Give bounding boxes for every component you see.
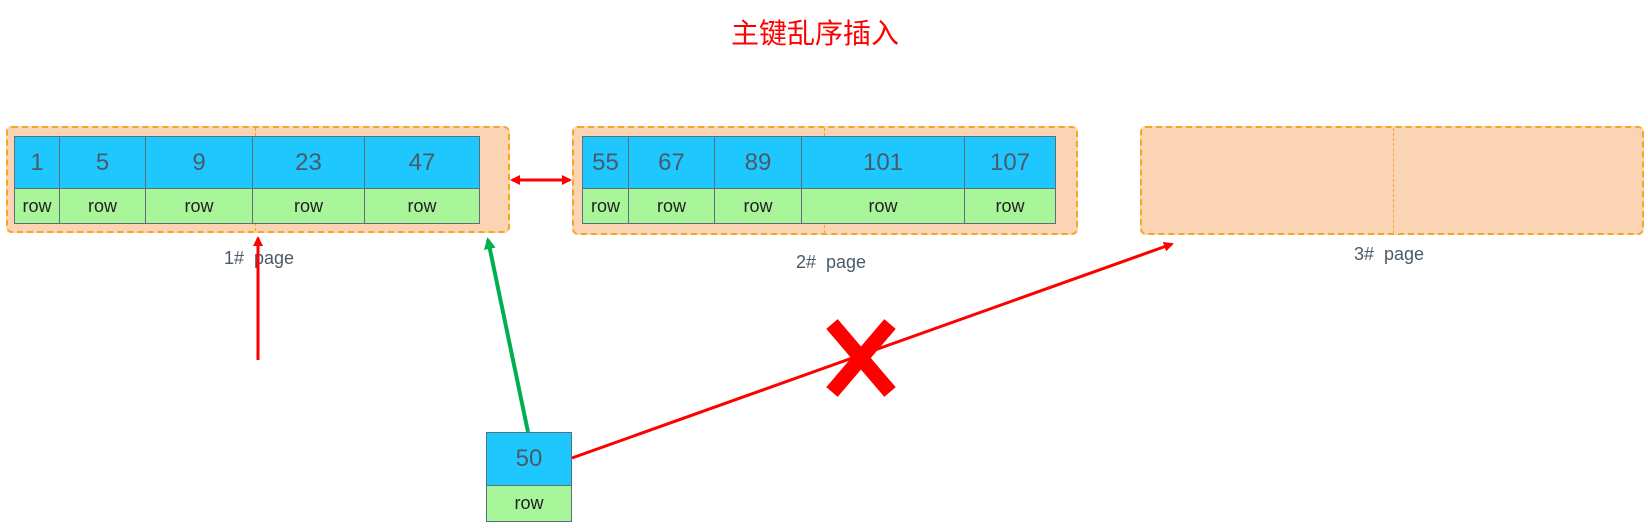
page-2-label: 2# page [796, 252, 867, 272]
insert-arrow-green [483, 237, 530, 433]
record-key: 23 [253, 137, 364, 189]
record-cell: 23 row [253, 137, 365, 223]
record-cell: 101 row [802, 137, 965, 223]
record-cell: 107 row [965, 137, 1055, 223]
new-record-row: row [487, 486, 571, 521]
record-cell: 67 row [629, 137, 715, 223]
new-record-key: 50 [487, 433, 571, 486]
record-row: row [365, 189, 479, 223]
record-cell: 1 row [15, 137, 60, 223]
page-3-label: 3# page [1354, 244, 1425, 264]
page-3 [1140, 126, 1644, 235]
record-row: row [583, 189, 628, 223]
record-row: row [965, 189, 1055, 223]
record-cell: 5 row [60, 137, 146, 223]
page-1-label: 1# page [224, 248, 295, 268]
record-key: 1 [15, 137, 59, 189]
record-cell: 9 row [146, 137, 253, 223]
record-key: 47 [365, 137, 479, 189]
record-row: row [146, 189, 252, 223]
record-row: row [253, 189, 364, 223]
record-key: 107 [965, 137, 1055, 189]
record-row: row [802, 189, 964, 223]
record-cell: 47 row [365, 137, 479, 223]
page-2-records: 55 row 67 row 89 row 101 row 107 row [582, 136, 1056, 224]
record-row: row [15, 189, 59, 223]
insert-arrow-red [571, 241, 1174, 460]
record-key: 101 [802, 137, 964, 189]
record-row: row [629, 189, 714, 223]
cross-mark-icon [826, 319, 896, 397]
record-row: row [60, 189, 145, 223]
page-1-records: 1 row 5 row 9 row 23 row 47 row [14, 136, 480, 224]
new-record: 50 row [486, 432, 572, 522]
record-key: 55 [583, 137, 628, 189]
record-cell: 55 row [583, 137, 629, 223]
record-key: 9 [146, 137, 252, 189]
record-key: 89 [715, 137, 801, 189]
diagram-title: 主键乱序插入 [730, 17, 899, 50]
page-2: 55 row 67 row 89 row 101 row 107 row [572, 126, 1078, 235]
record-key: 67 [629, 137, 714, 189]
page-3-divider [1393, 128, 1394, 233]
record-key: 5 [60, 137, 145, 189]
record-row: row [715, 189, 801, 223]
record-cell: 89 row [715, 137, 802, 223]
page-1: 1 row 5 row 9 row 23 row 47 row [6, 126, 510, 233]
